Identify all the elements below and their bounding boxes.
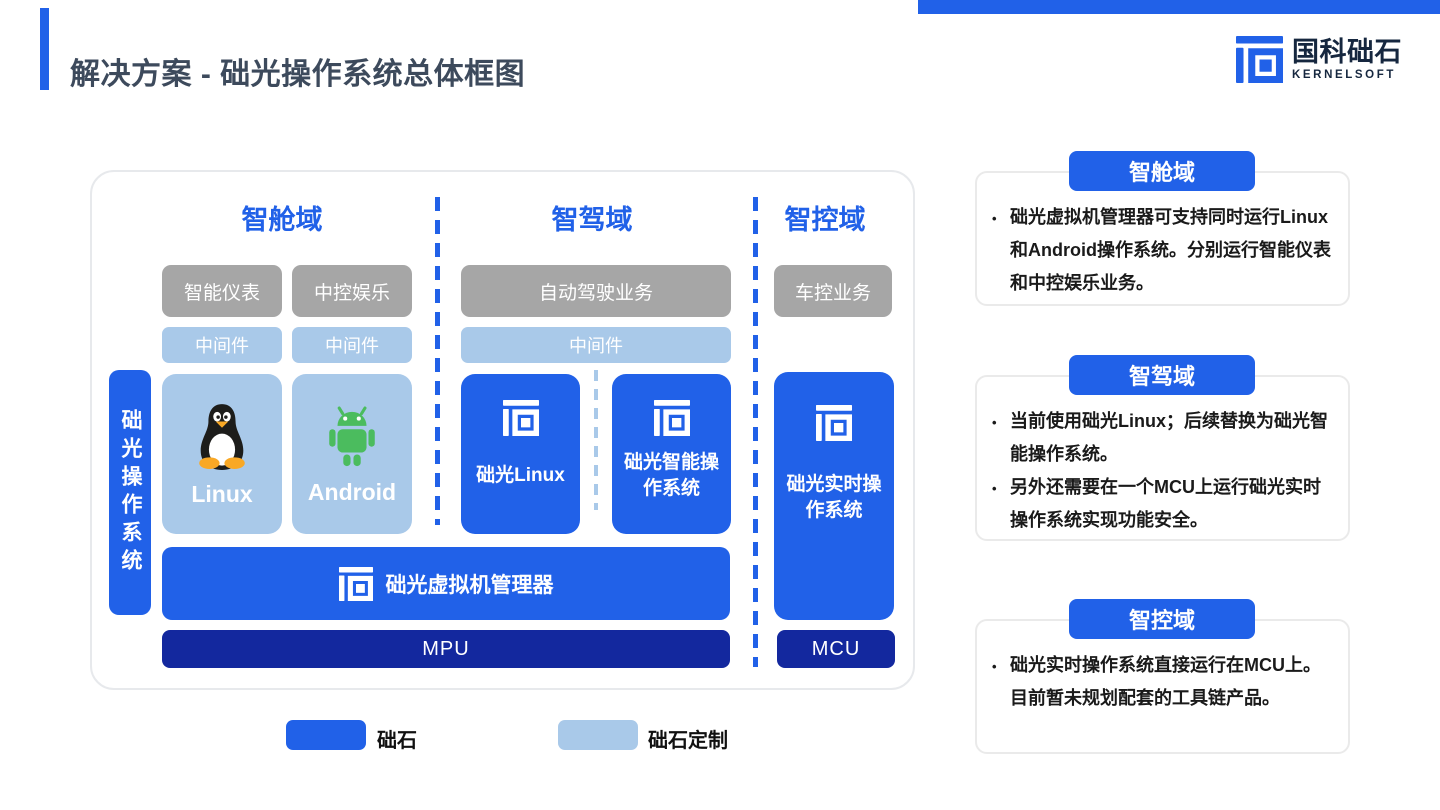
info-bullet: 当前使用础光Linux；后续替换为础光智能操作系统。 bbox=[989, 405, 1334, 471]
box-vehicle-control: 车控业务 bbox=[774, 265, 892, 317]
box-middleware-1: 中间件 bbox=[162, 327, 282, 363]
info-card-control: 础光实时操作系统直接运行在MCU上。目前暂未规划配套的工具链产品。 bbox=[975, 619, 1350, 754]
legend-label-chushi: 础石 bbox=[377, 730, 417, 752]
divider-driving-control bbox=[753, 197, 758, 667]
android-robot-icon bbox=[329, 406, 375, 467]
box-chuguang-linux: 础光Linux bbox=[461, 374, 580, 534]
title-accent-bar bbox=[40, 8, 49, 90]
logo-text: 国科础石 KERNELSOFT bbox=[1292, 37, 1402, 81]
info-list-driving: 当前使用础光Linux；后续替换为础光智能操作系统。 另外还需要在一个MCU上运… bbox=[977, 377, 1348, 537]
architecture-diagram: 智舱域 智驾域 智控域 智能仪表 中控娱乐 自动驾驶业务 车控业务 中间件 中间… bbox=[90, 170, 915, 690]
page-title: 解决方案 - 础光操作系统总体框图 bbox=[70, 58, 526, 91]
info-card-driving: 当前使用础光Linux；后续替换为础光智能操作系统。 另外还需要在一个MCU上运… bbox=[975, 375, 1350, 541]
box-mcu: MCU bbox=[777, 630, 895, 668]
box-mpu: MPU bbox=[162, 630, 730, 668]
box-chuguang-intelligent-os: 础光智能操作系统 bbox=[612, 374, 731, 534]
kernelsoft-icon bbox=[653, 400, 690, 436]
info-bullet: 础光虚拟机管理器可支持同时运行Linux和Android操作系统。分别运行智能仪… bbox=[989, 201, 1334, 300]
top-right-bar bbox=[918, 0, 1440, 14]
kernelsoft-icon bbox=[502, 400, 539, 436]
column-title-driving: 智驾域 bbox=[551, 205, 633, 235]
info-list-cockpit: 础光虚拟机管理器可支持同时运行Linux和Android操作系统。分别运行智能仪… bbox=[977, 173, 1348, 300]
info-card-cockpit: 础光虚拟机管理器可支持同时运行Linux和Android操作系统。分别运行智能仪… bbox=[975, 171, 1350, 306]
box-android: Android bbox=[292, 374, 412, 534]
company-logo: 国科础石 KERNELSOFT bbox=[1236, 36, 1402, 83]
box-hypervisor: 础光虚拟机管理器 bbox=[162, 547, 730, 620]
info-bullet: 础光实时操作系统直接运行在MCU上。目前暂未规划配套的工具链产品。 bbox=[989, 649, 1334, 715]
divider-light-dashed bbox=[594, 370, 598, 510]
box-infotainment: 中控娱乐 bbox=[292, 265, 412, 317]
box-chuguang-os: 础光操作系统 bbox=[109, 370, 151, 615]
divider-cockpit-driving bbox=[435, 197, 440, 525]
legend-swatch-custom bbox=[558, 720, 638, 750]
kernelsoft-icon bbox=[816, 405, 852, 441]
box-chuguang-rtos: 础光实时操作系统 bbox=[774, 372, 894, 620]
info-list-control: 础光实时操作系统直接运行在MCU上。目前暂未规划配套的工具链产品。 bbox=[977, 621, 1348, 715]
logo-subname: KERNELSOFT bbox=[1292, 68, 1396, 81]
box-linux: Linux bbox=[162, 374, 282, 534]
kernelsoft-icon bbox=[338, 566, 373, 601]
column-title-cockpit: 智舱域 bbox=[241, 205, 323, 235]
info-bullet: 另外还需要在一个MCU上运行础光实时操作系统实现功能安全。 bbox=[989, 471, 1334, 537]
legend-label-custom: 础石定制 bbox=[648, 730, 728, 752]
info-pill-control: 智控域 bbox=[1069, 599, 1255, 639]
info-pill-cockpit: 智舱域 bbox=[1069, 151, 1255, 191]
info-pill-driving: 智驾域 bbox=[1069, 355, 1255, 395]
linux-tux-icon bbox=[199, 404, 245, 470]
box-middleware-3: 中间件 bbox=[461, 327, 731, 363]
box-middleware-2: 中间件 bbox=[292, 327, 412, 363]
kernelsoft-logo-icon bbox=[1236, 36, 1283, 83]
logo-name: 国科础石 bbox=[1292, 37, 1402, 68]
legend-swatch-chushi bbox=[286, 720, 366, 750]
box-smart-meter: 智能仪表 bbox=[162, 265, 282, 317]
column-title-control: 智控域 bbox=[784, 205, 866, 235]
box-auto-driving: 自动驾驶业务 bbox=[461, 265, 731, 317]
